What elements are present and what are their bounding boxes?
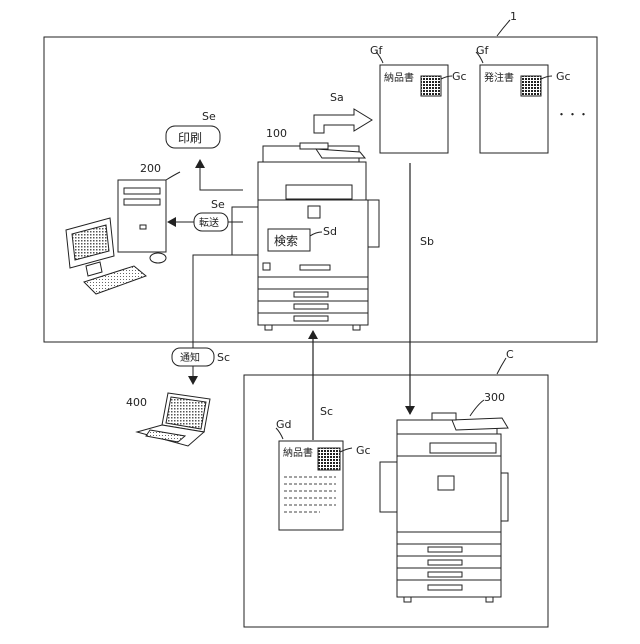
document-gf-2: 発注書 Gc Gf <box>476 44 571 153</box>
document-gf-1-ref: Gf <box>370 44 384 57</box>
sb-label: Sb <box>420 235 434 248</box>
search-box-label: 検索 <box>274 234 298 248</box>
transfer-bubble-label: 転送 <box>199 216 219 229</box>
sc-notify-label: Sc <box>217 351 230 364</box>
qr-code-icon <box>521 76 541 96</box>
qr-code-icon <box>421 76 441 96</box>
document-gd-title: 納品書 <box>283 446 313 459</box>
mfp-100-label: 100 <box>266 127 287 140</box>
pc-200-label: 200 <box>140 162 161 175</box>
print-bubble-label: 印刷 <box>178 131 202 145</box>
mfp-300-label: 300 <box>484 391 505 404</box>
sa-label: Sa <box>330 91 344 104</box>
pc-200 <box>66 180 166 294</box>
system-frame-leader <box>497 20 510 36</box>
document-gd-ref: Gd <box>276 418 292 431</box>
laptop-400-label: 400 <box>126 396 147 409</box>
system-frame-label: 1 <box>510 10 517 23</box>
more-documents-ellipsis: ・・・ <box>556 108 589 121</box>
sd-label: Sd <box>323 225 337 238</box>
document-gf-1-title: 納品書 <box>384 71 414 84</box>
mfp-300 <box>380 413 508 602</box>
customer-frame-label: C <box>506 348 514 361</box>
sc-upload-label: Sc <box>320 405 333 418</box>
document-gf-2-ref: Gf <box>476 44 490 57</box>
sa-arrow <box>314 109 372 133</box>
customer-frame-leader <box>497 358 506 374</box>
print-arrow <box>200 160 243 190</box>
notify-bubble-label: 通知 <box>180 351 200 364</box>
se-print-label: Se <box>202 110 216 123</box>
document-gd-code-ref: Gc <box>356 444 371 457</box>
document-gf-1-code-ref: Gc <box>452 70 467 83</box>
document-gf-2-title: 発注書 <box>484 71 514 84</box>
document-gf-1: 納品書 Gc Gf <box>370 44 467 153</box>
qr-code-icon <box>318 448 340 470</box>
laptop-screen <box>166 397 206 429</box>
laptop-400 <box>137 393 210 446</box>
se-transfer-label: Se <box>211 198 225 211</box>
document-gd: 納品書 Gc Gd <box>276 418 371 530</box>
document-gf-2-code-ref: Gc <box>556 70 571 83</box>
